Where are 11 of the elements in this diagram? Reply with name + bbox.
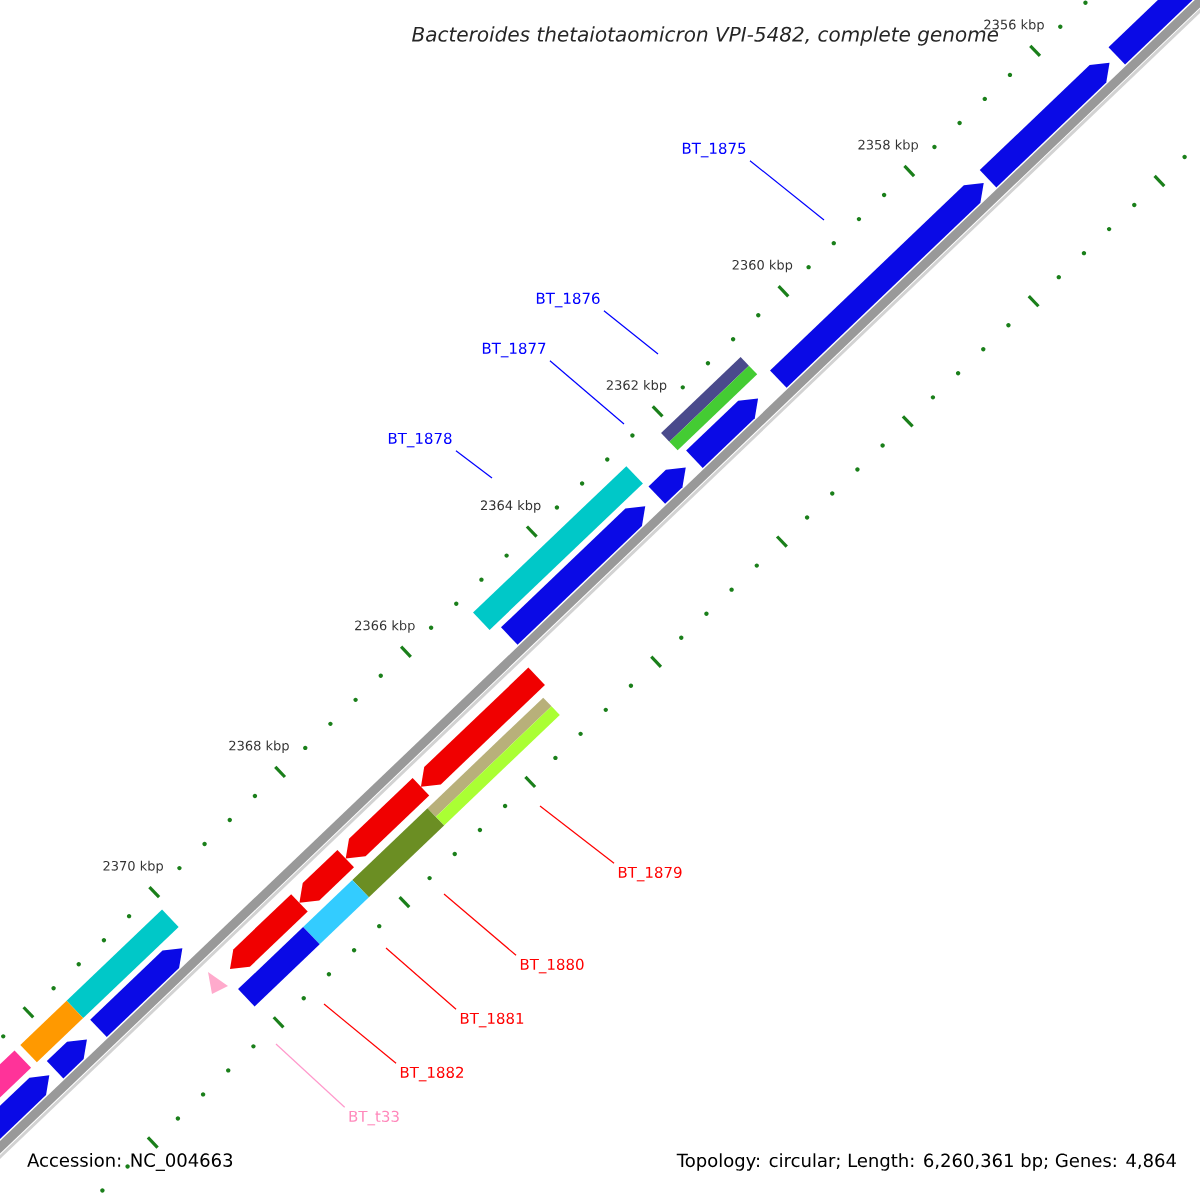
leader-line: [603, 310, 659, 355]
leader-line: [443, 893, 517, 956]
info-text: Topology: circular; Length: 6,260,361 bp; Genes: 4,864: [676, 1153, 1176, 1171]
info-text: Accession: NC_004663: [27, 1153, 233, 1171]
leader-line: [323, 1003, 397, 1064]
leader-line: [385, 947, 457, 1010]
leader-line: [749, 160, 825, 221]
leader-line: [275, 1043, 346, 1108]
leader-line: [455, 450, 493, 479]
leader-line: [539, 805, 615, 864]
leader-line: [549, 360, 625, 425]
